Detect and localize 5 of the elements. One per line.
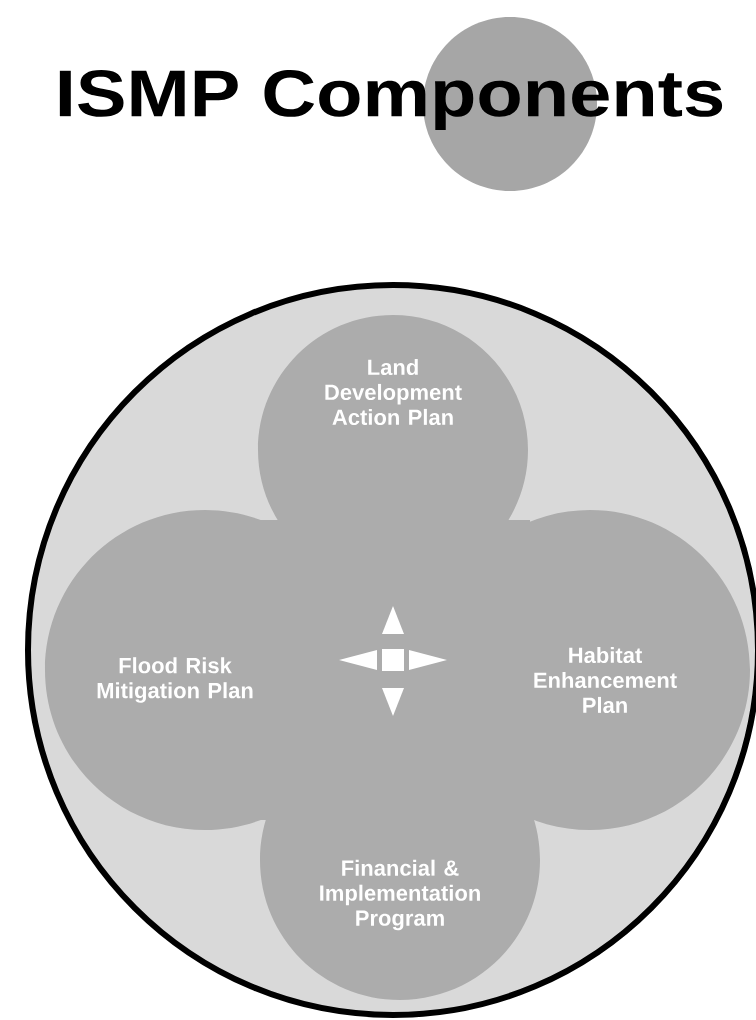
component-label: Habitat Enhancement Plan: [534, 646, 677, 714]
component-label: Financial & Implementation Program: [320, 859, 480, 931]
component-label: Land Development Action Plan: [325, 358, 462, 426]
component-label: Flood Risk Mitigation Plan: [97, 657, 253, 703]
title: ISMP Components: [59, 70, 723, 130]
